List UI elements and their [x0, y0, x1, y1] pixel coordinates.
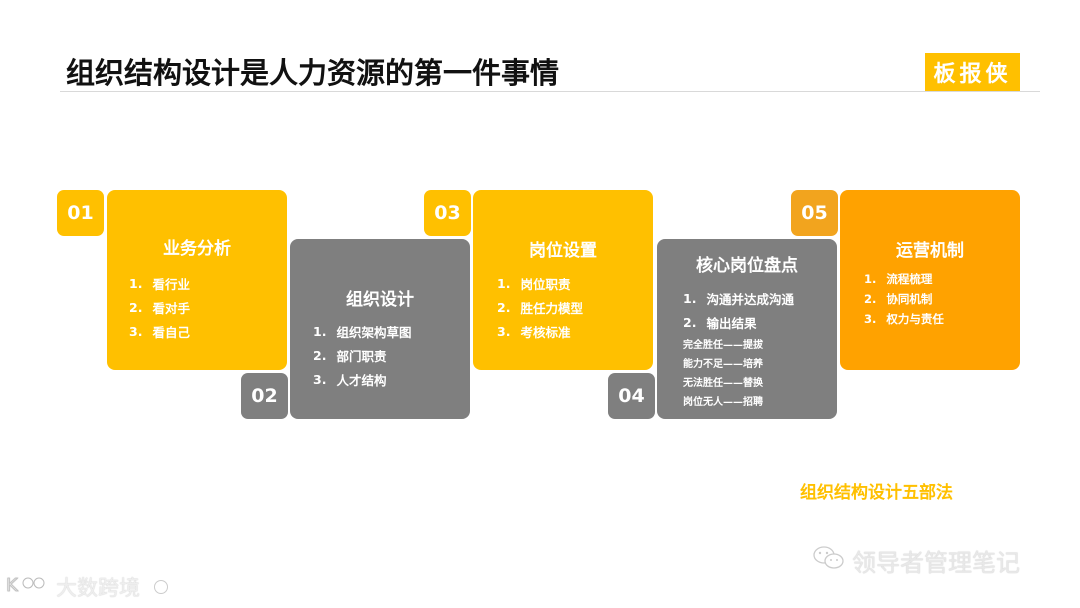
step-4-card: 核心岗位盘点 1.沟通并达成沟通 2.输出结果 完全胜任——提拔 能力不足——培…	[657, 239, 837, 419]
brand-logo: 板报侠	[925, 53, 1020, 91]
step-3-badge: 03	[424, 190, 471, 236]
source-logo-icon: K	[6, 574, 50, 601]
step-1-badge: 01	[57, 190, 104, 236]
list-item: 1.沟通并达成沟通	[683, 290, 794, 307]
step-1-card: 业务分析 1.看行业 2.看对手 3.看自己	[107, 190, 287, 370]
outcome-item: 能力不足——培养	[683, 359, 763, 370]
list-item: 3.看自己	[129, 323, 190, 340]
wechat-watermark: 领导者管理笔记	[812, 543, 1020, 578]
step-1-title: 业务分析	[163, 239, 231, 259]
step-5-card: 运营机制 1.流程梳理 2.协同机制 3.权力与责任	[840, 190, 1020, 370]
step-2-title: 组织设计	[346, 290, 414, 310]
step-2-card: 组织设计 1.组织架构草图 2.部门职责 3.人才结构	[290, 239, 470, 419]
outcome-item: 完全胜任——提拔	[683, 340, 763, 351]
list-item: 3.权力与责任	[864, 312, 944, 326]
more-icon	[154, 580, 168, 594]
list-item: 1.岗位职责	[497, 275, 571, 292]
step-3-card: 岗位设置 1.岗位职责 2.胜任力模型 3.考核标准	[473, 190, 653, 370]
wechat-watermark-text: 领导者管理笔记	[852, 549, 1020, 577]
list-item: 2.部门职责	[313, 347, 387, 364]
step-2-list: 1.组织架构草图 2.部门职责 3.人才结构	[313, 319, 411, 391]
list-item: 1.看行业	[129, 275, 190, 292]
list-item: 2.看对手	[129, 299, 190, 316]
list-item: 1.组织架构草图	[313, 323, 412, 340]
step-5-title: 运营机制	[896, 241, 964, 261]
wechat-icon	[812, 544, 846, 578]
step-4-list: 1.沟通并达成沟通 2.输出结果	[683, 286, 794, 334]
title-divider	[60, 91, 1040, 92]
source-watermark-text: 大数跨境	[56, 576, 140, 600]
outcome-item: 岗位无人——招聘	[683, 397, 763, 408]
diagram-caption: 组织结构设计五部法	[800, 483, 953, 503]
list-item: 1.流程梳理	[864, 272, 933, 286]
step-2-badge: 02	[241, 373, 288, 419]
source-watermark: K 大数跨境	[6, 572, 168, 602]
step-4-title: 核心岗位盘点	[696, 256, 798, 276]
step-5-badge: 05	[791, 190, 838, 236]
step-4-outcomes: 完全胜任——提拔 能力不足——培养 无法胜任——替换 岗位无人——招聘	[683, 334, 763, 410]
outcome-item: 无法胜任——替换	[683, 378, 763, 389]
list-item: 3.考核标准	[497, 323, 571, 340]
step-1-list: 1.看行业 2.看对手 3.看自己	[129, 271, 190, 343]
step-3-title: 岗位设置	[529, 241, 597, 261]
page-title: 组织结构设计是人力资源的第一件事情	[66, 56, 560, 90]
list-item: 3.人才结构	[313, 371, 387, 388]
list-item: 2.协同机制	[864, 292, 933, 306]
step-4-badge: 04	[608, 373, 655, 419]
svg-text:K: K	[6, 575, 19, 596]
list-item: 2.胜任力模型	[497, 299, 583, 316]
step-5-list: 1.流程梳理 2.协同机制 3.权力与责任	[864, 269, 944, 329]
step-3-list: 1.岗位职责 2.胜任力模型 3.考核标准	[497, 271, 583, 343]
list-item: 2.输出结果	[683, 314, 757, 331]
